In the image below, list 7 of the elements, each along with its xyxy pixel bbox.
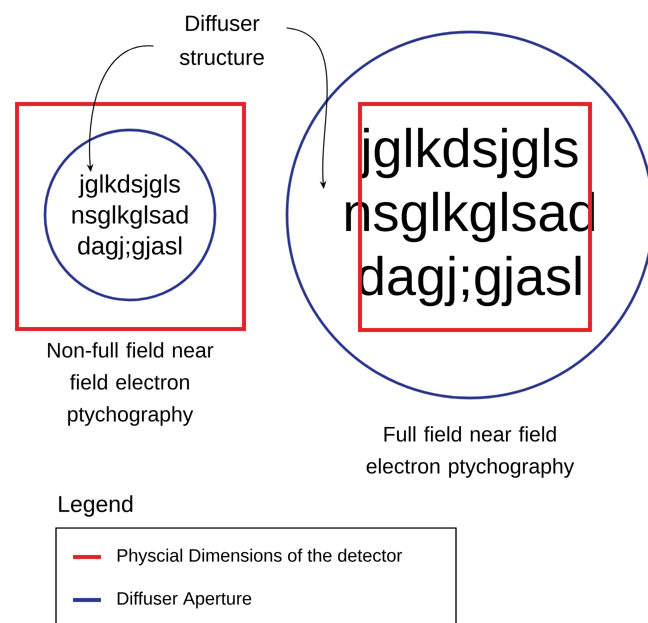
legend-text: Diffuser Aperture [118,592,252,608]
sample-text: jglkdsjgls nsglkglsad dagj;gjasl [72,174,188,260]
legend-title: Legend [59,495,132,517]
callout-text: Diffuser structure [180,14,264,66]
legend-text: Physcial Dimensions of the detector [118,548,402,566]
caption: Non-full field near field electron ptychography [48,342,214,426]
caption: Full field near field electron ptychography [366,426,574,478]
